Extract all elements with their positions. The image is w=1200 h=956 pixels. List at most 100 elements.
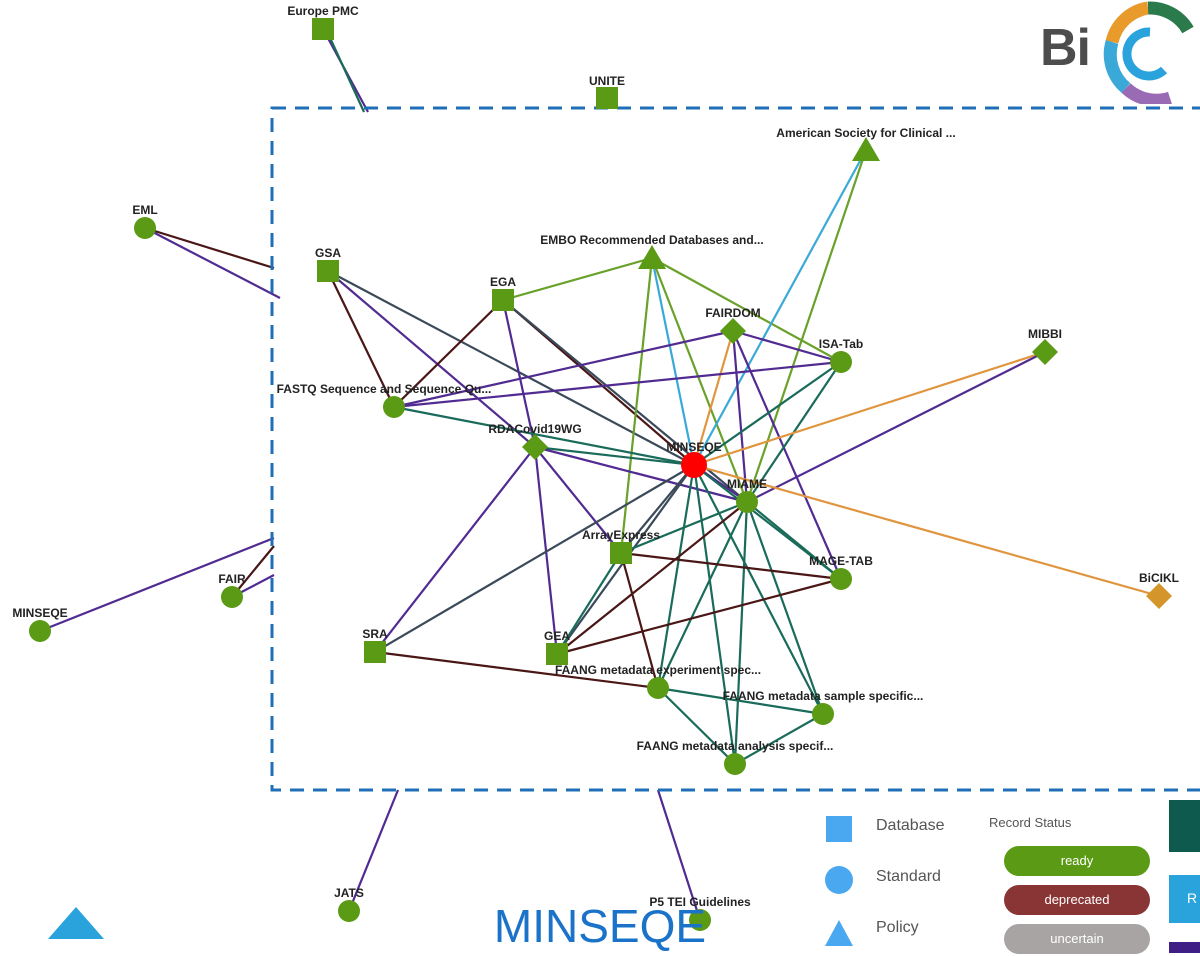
node-shape[interactable] bbox=[596, 87, 618, 109]
status-ready[interactable]: ready bbox=[1004, 846, 1150, 876]
node-label: FAIR bbox=[218, 572, 246, 586]
node-label: P5 TEI Guidelines bbox=[649, 895, 751, 909]
node-shape[interactable] bbox=[338, 900, 360, 922]
logo-c-icon bbox=[1103, 1, 1194, 104]
graph-edge bbox=[656, 464, 696, 689]
graph-node-eml[interactable]: EML bbox=[132, 203, 158, 239]
graph-node-minseqe2[interactable]: MINSEQE bbox=[12, 606, 68, 642]
node-label: EGA bbox=[490, 275, 516, 289]
graph-node-europepmc[interactable]: Europe PMC bbox=[287, 4, 359, 40]
node-shape[interactable] bbox=[383, 396, 405, 418]
node-shape[interactable] bbox=[29, 620, 51, 642]
side-legend-block-2[interactable]: R bbox=[1169, 875, 1200, 923]
graph-edge bbox=[620, 500, 748, 555]
node-shape[interactable] bbox=[522, 434, 548, 460]
graph-edge bbox=[731, 330, 749, 503]
graph-node-magetab[interactable]: MAGE-TAB bbox=[809, 554, 873, 590]
graph-node-fair[interactable]: FAIR bbox=[218, 572, 246, 608]
graph-node-miame[interactable]: MIAME bbox=[727, 477, 767, 513]
node-shape[interactable] bbox=[724, 753, 746, 775]
node-shape[interactable] bbox=[812, 703, 834, 725]
graph-edge bbox=[745, 501, 825, 715]
graph-edge bbox=[619, 552, 660, 689]
graph-edge bbox=[693, 361, 842, 466]
graph-node-fastq[interactable]: FASTQ Sequence and Sequence Qu... bbox=[277, 382, 492, 418]
node-shape[interactable] bbox=[720, 318, 746, 344]
graph-node-faangexp[interactable]: FAANG metadata experiment spec... bbox=[555, 663, 761, 699]
status-deprecated[interactable]: deprecated bbox=[1004, 885, 1150, 915]
node-label: BiCIKL bbox=[1139, 571, 1179, 585]
graph-edge bbox=[746, 351, 1046, 503]
node-shape[interactable] bbox=[1146, 583, 1172, 609]
bic-logo: Bi bbox=[1030, 0, 1200, 104]
graph-edge bbox=[502, 256, 653, 302]
node-shape[interactable] bbox=[830, 568, 852, 590]
graph-node-isatab[interactable]: ISA-Tab bbox=[819, 337, 863, 373]
graph-node-embo[interactable]: EMBO Recommended Databases and... bbox=[540, 233, 764, 269]
node-shape[interactable] bbox=[1032, 339, 1058, 365]
node-label: GSA bbox=[315, 246, 341, 260]
node-label: RDACovid19WG bbox=[488, 422, 581, 436]
graph-node-arrayexpress[interactable]: ArrayExpress bbox=[582, 528, 660, 564]
side-legend-block-3[interactable] bbox=[1169, 942, 1200, 953]
graph-edge bbox=[534, 445, 748, 504]
graph-node-mibbi[interactable]: MIBBI bbox=[1028, 327, 1062, 365]
node-label: MAGE-TAB bbox=[809, 554, 873, 568]
logo-text: Bi bbox=[1040, 19, 1091, 77]
graph-edge bbox=[144, 226, 275, 270]
graph-node-fairdom[interactable]: FAIRDOM bbox=[705, 306, 761, 344]
graph-node-gea[interactable]: GEA bbox=[544, 629, 570, 665]
node-label: MINSEQE bbox=[12, 606, 67, 620]
graph-node-unite[interactable]: UNITE bbox=[589, 74, 625, 109]
graph-edge bbox=[657, 501, 748, 689]
record-status-title: Record Status bbox=[989, 815, 1072, 830]
graph-node-faanganalysis[interactable]: FAANG metadata analysis specif... bbox=[637, 739, 834, 775]
graph-node-sra[interactable]: SRA bbox=[362, 627, 388, 663]
side-legend-block-1[interactable] bbox=[1169, 800, 1200, 852]
node-shape[interactable] bbox=[312, 18, 334, 40]
graph-edge bbox=[692, 464, 737, 765]
graph-edge bbox=[620, 551, 842, 581]
node-shape[interactable] bbox=[638, 245, 666, 269]
graph-node-minseqe[interactable]: MINSEQE bbox=[666, 440, 722, 478]
graph-edge bbox=[144, 227, 281, 299]
graph-node-faangsample[interactable]: FAANG metadata sample specific... bbox=[723, 689, 924, 725]
node-label: JATS bbox=[334, 886, 364, 900]
node-shape[interactable] bbox=[364, 641, 386, 663]
graph-node-rdacovid[interactable]: RDACovid19WG bbox=[488, 422, 582, 460]
graph-node-asco[interactable]: American Society for Clinical ... bbox=[776, 126, 956, 161]
node-label: EMBO Recommended Databases and... bbox=[540, 233, 763, 247]
node-shape[interactable] bbox=[317, 260, 339, 282]
node-label: FAIRDOM bbox=[705, 306, 760, 320]
graph-edge bbox=[745, 149, 868, 503]
node-shape[interactable] bbox=[546, 643, 568, 665]
graph-edge bbox=[324, 28, 366, 113]
graph-node-jats[interactable]: JATS bbox=[334, 886, 364, 922]
graph-node-bicikl[interactable]: BiCIKL bbox=[1139, 571, 1179, 609]
node-shape[interactable] bbox=[492, 289, 514, 311]
node-label: SRA bbox=[362, 627, 388, 641]
node-shape[interactable] bbox=[647, 677, 669, 699]
node-shape[interactable] bbox=[221, 586, 243, 608]
scroll-up-icon[interactable] bbox=[46, 905, 106, 941]
node-shape[interactable] bbox=[610, 542, 632, 564]
node-shape[interactable] bbox=[736, 491, 758, 513]
graph-edge bbox=[347, 789, 400, 912]
node-label: FASTQ Sequence and Sequence Qu... bbox=[277, 382, 492, 396]
node-shape[interactable] bbox=[852, 137, 880, 161]
graph-edge bbox=[650, 257, 696, 466]
graph-node-p5tei[interactable]: P5 TEI Guidelines bbox=[649, 895, 751, 931]
node-label: MIAME bbox=[727, 477, 767, 491]
graph-edge bbox=[501, 299, 537, 448]
graph-edge bbox=[393, 329, 734, 409]
node-shape[interactable] bbox=[134, 217, 156, 239]
status-uncertain[interactable]: uncertain bbox=[1004, 924, 1150, 954]
node-shape[interactable] bbox=[830, 351, 852, 373]
node-shape[interactable] bbox=[681, 452, 707, 478]
graph-node-ega[interactable]: EGA bbox=[490, 275, 516, 311]
graph-node-gsa[interactable]: GSA bbox=[315, 246, 341, 282]
node-shape[interactable] bbox=[689, 909, 711, 931]
graph-edge bbox=[393, 299, 504, 408]
circle-icon bbox=[825, 866, 853, 894]
